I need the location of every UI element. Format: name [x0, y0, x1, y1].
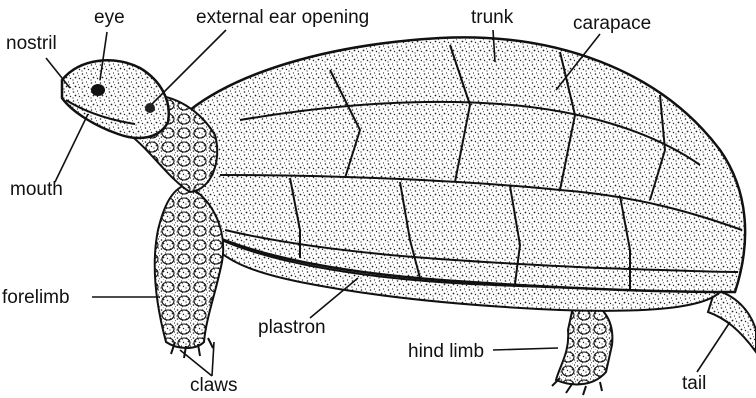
label-claws: claws [190, 376, 238, 395]
label-mouth: mouth [10, 180, 63, 199]
label-trunk: trunk [471, 8, 513, 27]
eye-shape [91, 84, 105, 96]
label-eye: eye [94, 8, 125, 27]
label-external-ear-opening: external ear opening [196, 8, 369, 27]
label-hind-limb: hind limb [408, 342, 484, 361]
head-shape [62, 60, 169, 138]
label-nostril: nostril [6, 34, 57, 53]
label-carapace: carapace [573, 14, 651, 33]
forelimb-shape [155, 185, 223, 348]
label-forelimb: forelimb [2, 288, 70, 307]
label-tail: tail [682, 374, 706, 393]
label-plastron: plastron [258, 318, 326, 337]
tail-shape [708, 290, 756, 352]
ear-opening-shape [145, 103, 155, 113]
